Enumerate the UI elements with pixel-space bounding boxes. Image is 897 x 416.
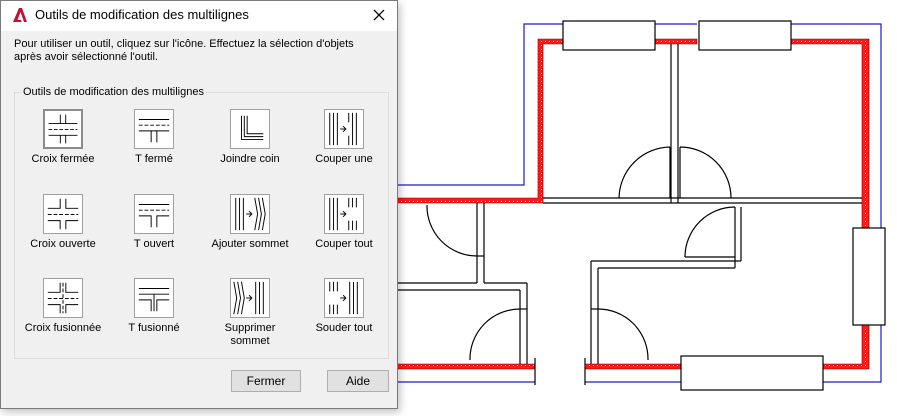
- tool-label: Croix fermée: [31, 153, 95, 165]
- tool-merged-tee[interactable]: T fusionné: [109, 278, 199, 335]
- window: [680, 355, 824, 391]
- closed-cross-icon: [43, 109, 83, 149]
- cut-single-icon: [324, 109, 364, 149]
- window: [698, 20, 792, 51]
- instructions-text: Pour utiliser un outil, cliquez sur l'ic…: [14, 38, 354, 63]
- closed-tee-icon: [134, 109, 174, 149]
- tool-add-vertex[interactable]: Ajouter sommet: [205, 194, 295, 251]
- open-cross-icon: [43, 194, 83, 234]
- tool-label: Supprimer sommet: [224, 322, 276, 347]
- tool-weld-all[interactable]: Souder tout: [299, 278, 389, 335]
- corner-joint-icon: [230, 109, 270, 149]
- tool-label: Ajouter sommet: [211, 238, 289, 250]
- outer-outline: [397, 23, 563, 186]
- tool-open-tee[interactable]: T ouvert: [109, 194, 199, 251]
- floor-plan: [396, 20, 886, 391]
- tool-cut-all[interactable]: Couper tout: [299, 194, 389, 251]
- cut-all-icon: [324, 194, 364, 234]
- merged-tee-icon: [134, 278, 174, 318]
- tool-label: T ouvert: [133, 238, 175, 250]
- close-button[interactable]: Fermer: [231, 370, 301, 392]
- tool-label: T fermé: [135, 153, 173, 165]
- tool-delete-vertex[interactable]: Supprimer sommet: [205, 278, 295, 348]
- tool-closed-cross[interactable]: Croix fermée: [18, 109, 108, 166]
- help-button[interactable]: Aide: [327, 370, 389, 392]
- dialog-title: Outils de modification des multilignes: [35, 7, 249, 22]
- tool-label: T fusionné: [128, 322, 180, 334]
- weld-all-icon: [324, 278, 364, 318]
- door-swing: [469, 308, 521, 361]
- hatched-wall: [396, 38, 564, 204]
- door-swing: [618, 146, 671, 199]
- door-swing: [684, 206, 736, 258]
- tool-label: Croix fusionnée: [24, 322, 102, 334]
- tool-merged-cross[interactable]: Croix fusionnée: [18, 278, 108, 335]
- tool-cut-single[interactable]: Couper une: [299, 109, 389, 166]
- door-swing: [679, 146, 732, 199]
- group-label: Outils de modification des multilignes: [21, 86, 206, 98]
- merged-cross-icon: [43, 278, 83, 318]
- window: [562, 20, 656, 51]
- autocad-logo-icon: [13, 8, 27, 22]
- tool-label: Croix ouverte: [30, 238, 96, 250]
- delete-vertex-icon: [230, 278, 270, 318]
- close-icon[interactable]: [367, 4, 391, 26]
- add-vertex-icon: [230, 194, 270, 234]
- tool-label: Joindre coin: [220, 153, 280, 165]
- tool-label: Souder tout: [315, 322, 373, 334]
- title-bar[interactable]: Outils de modification des multilignes: [1, 1, 397, 31]
- tool-open-cross[interactable]: Croix ouverte: [18, 194, 108, 251]
- tool-label: Couper tout: [315, 238, 373, 250]
- tool-closed-tee[interactable]: T fermé: [109, 109, 199, 166]
- tool-corner-joint[interactable]: Joindre coin: [205, 109, 295, 166]
- door-swing: [597, 308, 649, 361]
- multiline-edit-tools-dialog: Outils de modification des multilignes P…: [0, 0, 398, 409]
- tool-label: Couper une: [315, 153, 373, 165]
- window: [852, 227, 886, 326]
- door-swing: [426, 204, 478, 257]
- open-tee-icon: [134, 194, 174, 234]
